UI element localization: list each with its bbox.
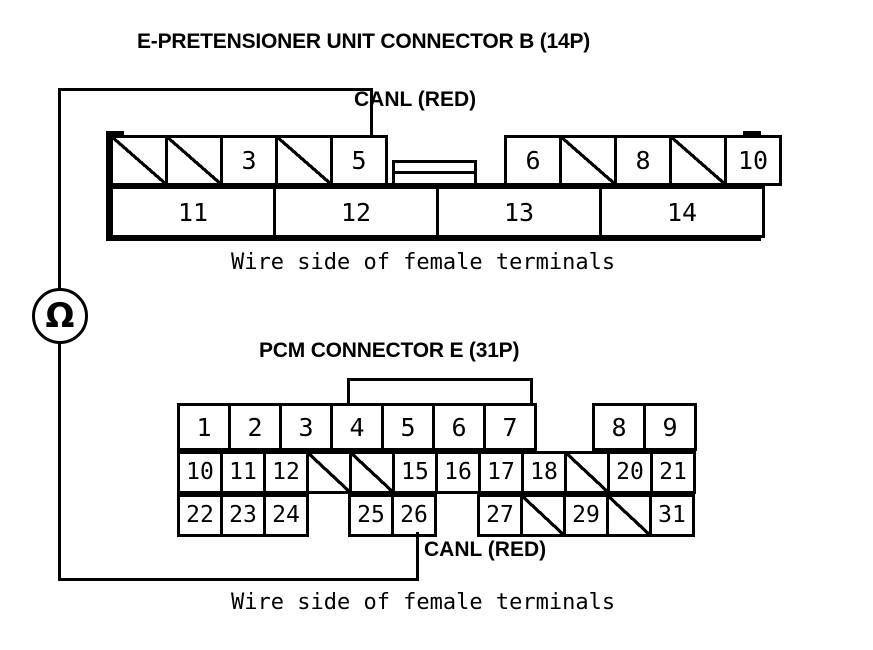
top-connector-blank-cell <box>275 135 333 186</box>
canl-red-label-bottom: CANL (RED) <box>424 538 547 561</box>
ohmmeter: Ω <box>32 288 88 344</box>
pcm-pin-6: 6 <box>432 403 486 451</box>
keyway-divider <box>395 171 474 174</box>
top-connector-pin-3: 3 <box>220 135 278 186</box>
pcm-pin-11: 11 <box>220 451 266 494</box>
top-connector-blank-cell <box>669 135 727 186</box>
pcm-pin-20: 20 <box>607 451 653 494</box>
wire-segment-top-horizontal <box>58 88 373 91</box>
pcm-blank-cell <box>606 494 652 537</box>
pcm-pin-18: 18 <box>521 451 567 494</box>
pcm-pin-3: 3 <box>279 403 333 451</box>
pcm-pin-27: 27 <box>477 494 523 537</box>
top-connector-tab-top-right <box>743 131 761 135</box>
pcm-pin-10: 10 <box>177 451 223 494</box>
pcm-pin-4: 4 <box>330 403 384 451</box>
top-connector-blank-cell <box>559 135 617 186</box>
pcm-pin-9: 9 <box>643 403 697 451</box>
pcm-pin-8: 8 <box>592 403 646 451</box>
pcm-pin-2: 2 <box>228 403 282 451</box>
pcm-blank-cell <box>520 494 566 537</box>
top-connector-pin-12: 12 <box>273 186 439 238</box>
wire-segment-bottom-horizontal <box>58 578 419 581</box>
pcm-blank-cell <box>349 451 395 494</box>
wire-segment-top-vertical-drop <box>370 88 373 136</box>
top-connector-pin-11: 11 <box>110 186 276 238</box>
pcm-pin-17: 17 <box>478 451 524 494</box>
pcm-pin-26: 26 <box>391 494 437 537</box>
top-connector-pin-13: 13 <box>436 186 602 238</box>
pcm-pin-7: 7 <box>483 403 537 451</box>
top-connector-left-rail <box>106 131 110 241</box>
pcm-connector-lock-tab <box>347 378 533 403</box>
wire-segment-left-upper <box>58 88 61 291</box>
pcm-pin-29: 29 <box>563 494 609 537</box>
pcm-pin-1: 1 <box>177 403 231 451</box>
top-connector-blank-cell <box>110 135 168 186</box>
wire-segment-bottom-vertical-drop <box>416 532 419 581</box>
pcm-pin-21: 21 <box>650 451 696 494</box>
pcm-pin-5: 5 <box>381 403 435 451</box>
top-connector-caption: Wire side of female terminals <box>231 250 616 275</box>
top-connector-bottom-rail <box>106 237 761 241</box>
wire-segment-left-lower <box>58 341 61 581</box>
omega-icon: Ω <box>45 296 75 336</box>
pcm-pin-22: 22 <box>177 494 223 537</box>
pcm-pin-24: 24 <box>263 494 309 537</box>
top-connector-pin-10: 10 <box>724 135 782 186</box>
top-connector-tab-top-left <box>106 131 124 135</box>
pcm-pin-16: 16 <box>435 451 481 494</box>
pcm-blank-cell <box>306 451 352 494</box>
pcm-pin-12: 12 <box>263 451 309 494</box>
pcm-pin-15: 15 <box>392 451 438 494</box>
pcm-pin-23: 23 <box>220 494 266 537</box>
top-connector-pin-8: 8 <box>614 135 672 186</box>
canl-red-label-top: CANL (RED) <box>354 88 477 111</box>
top-connector-keyway <box>392 160 477 186</box>
pcm-blank-cell <box>564 451 610 494</box>
pcm-connector-title: PCM CONNECTOR E (31P) <box>259 339 520 362</box>
top-connector-pin-14: 14 <box>599 186 765 238</box>
top-connector-pin-5: 5 <box>330 135 388 186</box>
top-connector-blank-cell <box>165 135 223 186</box>
top-connector-title: E-PRETENSIONER UNIT CONNECTOR B (14P) <box>137 30 591 53</box>
pcm-pin-31: 31 <box>649 494 695 537</box>
pcm-pin-25: 25 <box>348 494 394 537</box>
top-connector-pin-6: 6 <box>504 135 562 186</box>
pcm-connector-caption: Wire side of female terminals <box>231 590 616 615</box>
